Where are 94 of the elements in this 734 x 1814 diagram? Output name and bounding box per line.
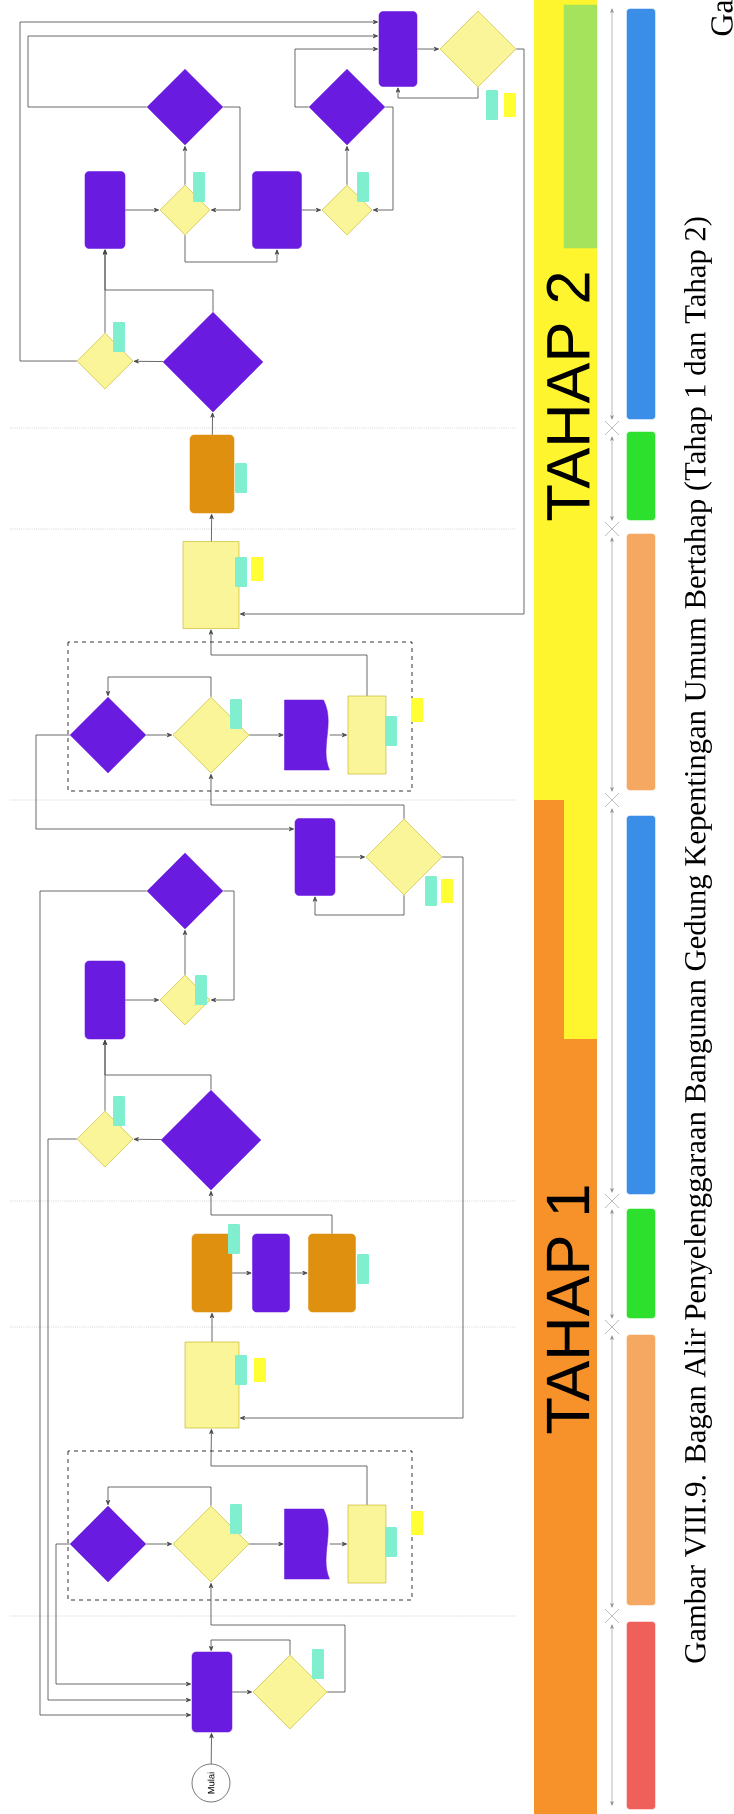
dashed-group-box (67, 1450, 413, 1601)
timeline-bar (626, 815, 656, 1195)
decision-diamond (159, 184, 211, 236)
decision-diamond (439, 10, 517, 88)
arrow (124, 207, 160, 213)
process-box (294, 818, 336, 896)
arrow (208, 773, 405, 820)
process-box (184, 1341, 240, 1429)
arrow (329, 732, 348, 738)
arrow (47, 1138, 192, 1703)
arrow (39, 890, 192, 1718)
arrow (210, 890, 235, 1003)
arrow (239, 856, 464, 1421)
arrow (182, 145, 188, 186)
process-box (378, 11, 418, 87)
decision-diamond (365, 818, 443, 896)
process-box (347, 695, 387, 775)
stage-band (563, 4, 598, 249)
arrow (19, 19, 379, 362)
timeline-bar (626, 8, 656, 420)
arrow (133, 359, 164, 364)
process-box (252, 1233, 290, 1313)
process-box (252, 171, 302, 249)
arrow (248, 1541, 284, 1547)
timeline-bar (626, 1334, 656, 1606)
decision-diamond (146, 68, 224, 146)
document-shape (284, 699, 330, 771)
decision-diamond (146, 852, 224, 930)
arrow (239, 48, 525, 617)
timeline-bar (626, 431, 656, 521)
document-shape (284, 1508, 330, 1580)
decision-diamond (76, 332, 134, 390)
arrow (209, 1428, 368, 1506)
arrow (248, 732, 284, 738)
arrow (344, 145, 350, 186)
process-box (191, 1651, 233, 1733)
decision-diamond (69, 696, 147, 774)
process-box (308, 1233, 356, 1313)
arrow (334, 854, 366, 860)
arrow (231, 1270, 252, 1276)
decision-diamond (252, 1654, 328, 1730)
process-box (84, 960, 126, 1040)
arrow (294, 46, 379, 108)
decision-diamond (162, 311, 264, 413)
timeline-bar (626, 1208, 656, 1319)
stage-title: TAHAP 1 (546, 1186, 590, 1434)
arrow (105, 676, 212, 698)
dashed-group-box (67, 641, 413, 792)
decision-diamond (308, 68, 386, 146)
arrow (184, 234, 280, 263)
arrow (231, 1689, 253, 1695)
arrow (395, 86, 479, 99)
arrow (289, 1270, 308, 1276)
arrow (124, 997, 160, 1003)
process-box (84, 171, 126, 249)
timeline-bar (626, 1621, 656, 1810)
decision-diamond (172, 696, 250, 774)
arrow (209, 513, 214, 542)
arrow (55, 1543, 192, 1687)
arrow (416, 46, 440, 52)
decision-diamond (172, 1505, 250, 1583)
arrow (208, 1639, 291, 1656)
decision-diamond (76, 1110, 134, 1168)
process-box (347, 1504, 387, 1584)
caption: Gambar VIII.9. Bagan Alir Penyelenggaraan Bangunan Gedung Kepentingan Umum Bertahap (Tahap 1 dan Tahap 2) (684, 217, 712, 1663)
arrow (329, 1541, 348, 1547)
process-box (189, 434, 235, 514)
arrow (35, 734, 295, 832)
arrow (133, 1137, 162, 1142)
arrow (145, 732, 173, 738)
arrow (208, 629, 368, 697)
arrow (372, 106, 394, 213)
arrow (208, 1582, 346, 1693)
arrow (312, 894, 405, 916)
arrow (102, 249, 214, 313)
timeline-bar (626, 533, 656, 791)
arrow (301, 207, 322, 213)
arrow (182, 929, 188, 976)
decision-diamond (321, 184, 373, 236)
arrow (210, 412, 215, 436)
arrow (210, 106, 241, 213)
decision-diamond (69, 1505, 147, 1583)
stage-title: TAHAP 2 (546, 273, 590, 521)
page-text: Ga (711, 0, 733, 36)
process-box (191, 1233, 233, 1313)
arrow (105, 1486, 212, 1507)
decision-diamond (160, 1089, 262, 1191)
arrow (208, 1190, 333, 1235)
arrow (145, 1541, 173, 1547)
arrow (102, 1039, 108, 1112)
arrow (27, 33, 379, 108)
arrow (209, 1312, 215, 1343)
arrow (209, 1732, 214, 1765)
process-box (182, 541, 240, 629)
